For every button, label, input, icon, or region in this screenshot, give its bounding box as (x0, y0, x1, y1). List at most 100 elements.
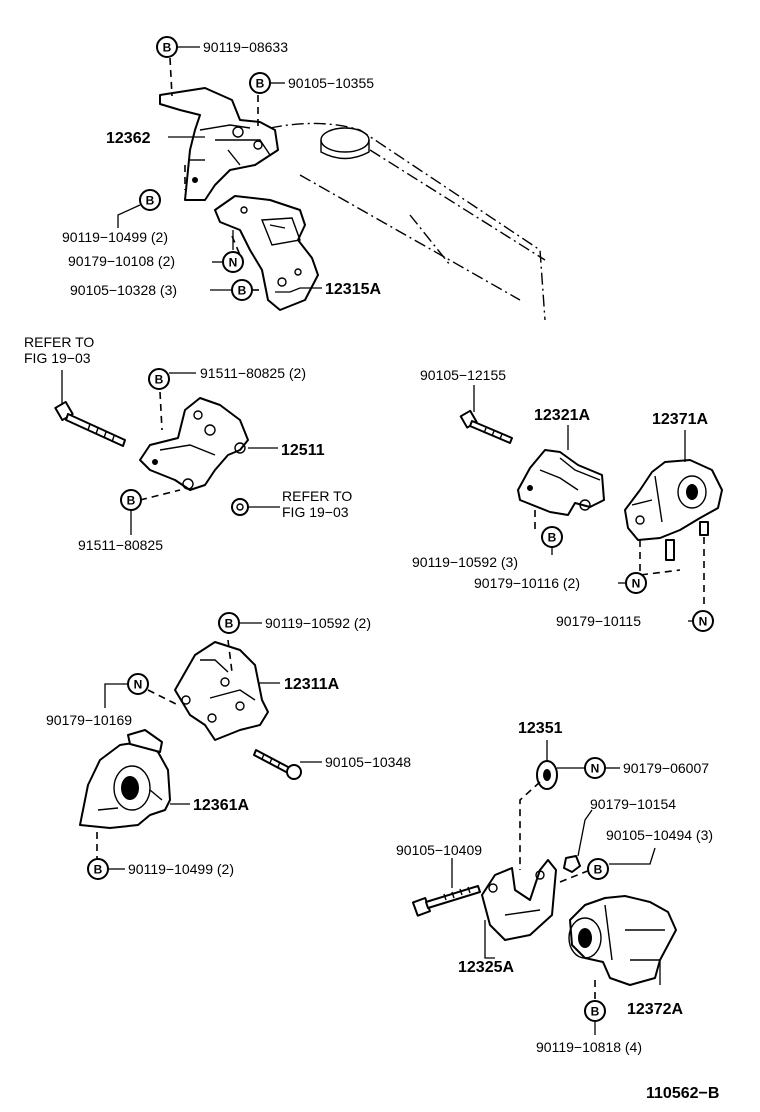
callout-c10: 12511 (281, 442, 325, 459)
part-number-label: 90119−10592 (2) (265, 615, 371, 631)
part-12511 (139, 397, 249, 491)
part-12311A (174, 641, 269, 741)
bolt-badge-icon (148, 368, 170, 390)
part-number-label: 90179−10116 (2) (474, 575, 580, 591)
part-number-label: 90105−12155 (420, 367, 506, 383)
bolt-badge-icon (156, 36, 178, 58)
callout-c5: N 90179−10108 (2) (68, 251, 244, 273)
bolt-badge-icon (218, 612, 240, 634)
reference-note: REFER TO (282, 488, 352, 504)
part-number-label: 90105−10348 (325, 754, 411, 770)
callout-c12: REFER TO FIG 19−03 (282, 488, 352, 520)
bolt-icon (253, 749, 302, 780)
assembly-lines (96, 57, 705, 1000)
part-number-label: 12315A (325, 281, 381, 298)
callout-c7: 12315A (325, 281, 381, 298)
nut-icon (231, 498, 249, 516)
part-12362 (159, 87, 279, 201)
part-number-label: 12311A (284, 676, 340, 693)
reference-note: FIG 19−03 (282, 504, 349, 520)
badge-letter: N (591, 762, 600, 776)
badge-letter: N (134, 678, 143, 692)
part-number-label: 12325A (458, 959, 514, 976)
callout-c28: B 90105−10494 (3) (587, 827, 713, 880)
badge-letter: B (155, 373, 164, 387)
callout-c24: B 90119−10499 (2) (87, 858, 234, 880)
callout-c21: 12311A (284, 676, 340, 693)
part-number-label: 90105−10409 (396, 842, 482, 858)
callout-c14: 12321A (534, 407, 590, 424)
part-number-label: 12362 (106, 130, 151, 147)
badge-letter: B (548, 531, 557, 545)
part-12371A (624, 459, 723, 561)
callout-c13: 90105−12155 (420, 367, 506, 383)
bolt-badge-icon (139, 189, 161, 211)
bolt-badge-icon (231, 279, 253, 301)
badge-letter: N (632, 577, 641, 591)
badge-letter: B (127, 494, 136, 508)
callout-c3: 12362 (106, 130, 151, 147)
bolt-badge-icon (584, 1000, 606, 1022)
part-number-label: 90105−10355 (288, 75, 374, 91)
part-number-label: 90179−06007 (623, 760, 709, 776)
nut-icon (563, 855, 581, 873)
badge-letter: N (229, 256, 238, 270)
part-number-label: 90179−10154 (590, 796, 676, 812)
part-number-label: 12372A (627, 1001, 683, 1018)
diagram-id: 110562−B (646, 1085, 719, 1102)
part-number-label: 12321A (534, 407, 590, 424)
badge-letter: B (225, 617, 234, 631)
badge-letter: B (256, 77, 265, 91)
bolt-badge-icon (587, 858, 609, 880)
callout-c15: 12371A (652, 411, 708, 428)
callout-c9: B 91511−80825 (2) (148, 365, 306, 390)
bolt-icon (411, 885, 481, 917)
part-number-label: 12361A (193, 797, 249, 814)
nut-badge-icon (625, 572, 647, 594)
callout-c30: 12325A (458, 959, 514, 976)
callout-c26: N 90179−06007 (584, 757, 709, 779)
part-number-label: 90179−10169 (46, 712, 132, 728)
callout-c20: N 90179−10169 (46, 673, 149, 728)
engine-outline (269, 122, 546, 321)
badge-letter: B (238, 284, 247, 298)
callout-c31: 12372A (627, 1001, 683, 1018)
badge-letter: B (591, 1005, 600, 1019)
callout-c23: 12361A (193, 797, 249, 814)
part-number-label: 90179−10115 (556, 613, 641, 629)
callout-c2: B 90105−10355 (249, 72, 374, 94)
badge-letter: B (594, 863, 603, 877)
bolt-badge-icon (541, 526, 563, 548)
reference-note: REFER TO (24, 334, 94, 350)
nut-badge-icon (127, 673, 149, 695)
callout-c18: N 90179−10115 (556, 610, 714, 632)
callout-c27: 90179−10154 (590, 796, 676, 812)
part-number-label: 12371A (652, 411, 708, 428)
callout-c16: B 90119−10592 (3) (412, 526, 563, 570)
callout-c25: 12351 (518, 720, 563, 737)
leader-lines (61, 46, 694, 1035)
callout-c11: B 91511−80825 (78, 489, 163, 553)
part-number-label: 90105−10494 (3) (606, 827, 713, 843)
nut-badge-icon (584, 757, 606, 779)
nut-badge-icon (692, 610, 714, 632)
part-12361A (79, 729, 171, 829)
bolt-icon (459, 409, 513, 444)
part-12351 (536, 760, 558, 790)
part-number-label: 12511 (281, 442, 325, 459)
part-12321A (517, 449, 605, 516)
part-number-label: 90119−10499 (2) (62, 229, 168, 245)
bolt-icon (54, 400, 126, 447)
part-number-label: 90105−10328 (3) (70, 282, 177, 298)
part-number-label: 90119−10499 (2) (128, 861, 234, 877)
badge-letter: N (699, 615, 708, 629)
part-number-label: 90179−10108 (2) (68, 253, 175, 269)
bolt-badge-icon (249, 72, 271, 94)
badge-letter: B (146, 194, 155, 208)
part-number-label: 91511−80825 (78, 537, 163, 553)
part-number-label: 91511−80825 (2) (200, 365, 306, 381)
callout-c6: B 90105−10328 (3) (70, 279, 253, 301)
callout-c8: REFER TO FIG 19−03 (24, 334, 94, 366)
callout-c22: 90105−10348 (325, 754, 411, 770)
callout-c29: 90105−10409 (396, 842, 482, 858)
